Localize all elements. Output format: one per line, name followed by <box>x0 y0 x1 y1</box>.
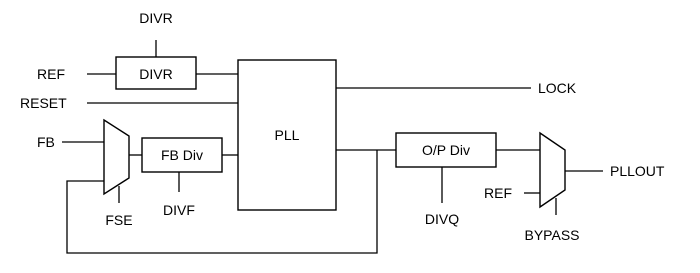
fb-label: FB <box>37 134 55 150</box>
feedback-select-mux <box>103 118 130 196</box>
reset-label: RESET <box>20 95 67 111</box>
divr-block-label: DIVR <box>139 66 172 82</box>
divr-block <box>115 56 197 90</box>
fb-div-block <box>141 137 223 173</box>
pll-block <box>237 59 337 211</box>
feedback-loop-wire <box>66 150 378 254</box>
fb-div-block-label: FB Div <box>161 147 203 163</box>
pll-block-label: PLL <box>275 127 300 143</box>
ref-bypass-label: REF <box>484 185 512 201</box>
ref-in-label: REF <box>37 66 65 82</box>
lock-label: LOCK <box>538 80 577 96</box>
divq-label: DIVQ <box>425 211 459 227</box>
op-div-block-label: O/P Div <box>422 142 470 158</box>
op-div-block <box>395 132 497 168</box>
divr-param-label: DIVR <box>139 10 172 26</box>
divf-label: DIVF <box>163 202 195 218</box>
pllout-label: PLLOUT <box>610 163 665 179</box>
bypass-mux <box>539 131 566 209</box>
bypass-label: BYPASS <box>525 227 580 243</box>
fse-label: FSE <box>105 212 132 228</box>
